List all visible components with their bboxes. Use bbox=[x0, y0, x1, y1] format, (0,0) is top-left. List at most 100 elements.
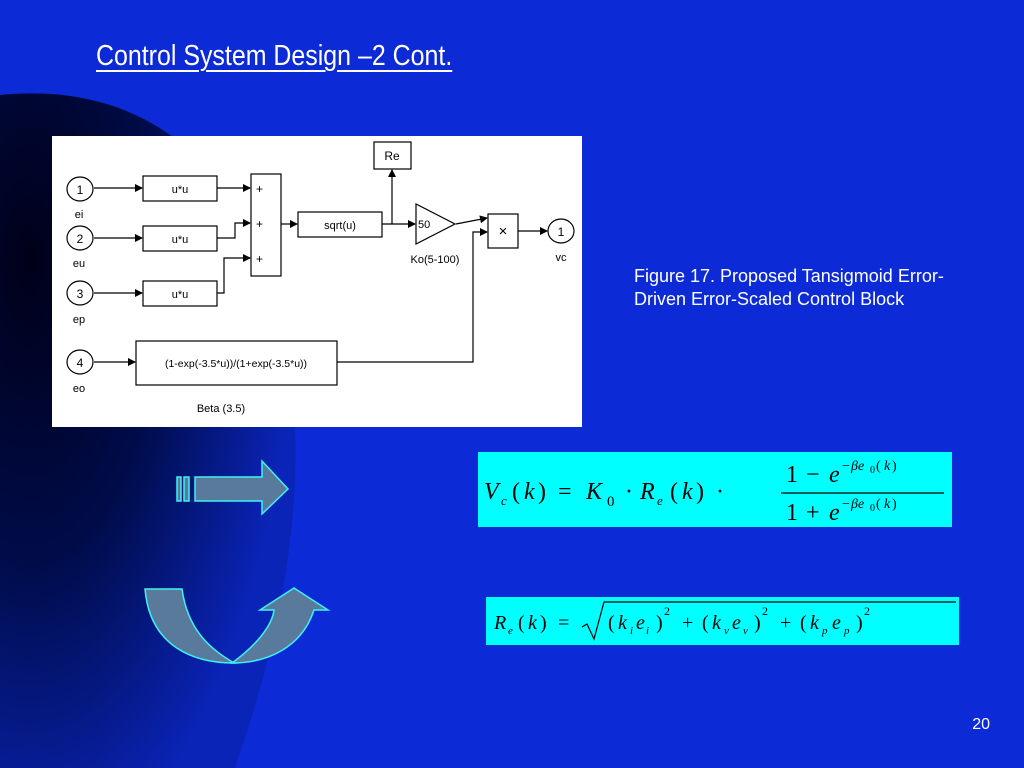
right-arrow-icon bbox=[176, 459, 290, 516]
svg-text:0: 0 bbox=[870, 465, 875, 476]
inport-label: ep bbox=[73, 314, 85, 326]
sum-sign: + bbox=[256, 252, 263, 266]
inport-label: eu bbox=[73, 258, 85, 270]
svg-text:2: 2 bbox=[762, 604, 768, 618]
svg-text:βe: βe bbox=[850, 459, 864, 474]
slide-title: Control System Design –2 Cont. bbox=[96, 40, 453, 72]
svg-text:): ) bbox=[696, 479, 704, 505]
svg-text:c: c bbox=[501, 493, 507, 508]
svg-text:k: k bbox=[682, 479, 693, 505]
svg-text:0: 0 bbox=[870, 503, 875, 514]
svg-text:v: v bbox=[743, 625, 748, 637]
outport-number: 1 bbox=[558, 225, 565, 239]
svg-text:(: ( bbox=[512, 479, 520, 505]
square-block-3: u*u bbox=[142, 280, 218, 307]
product-block: × bbox=[487, 213, 519, 249]
square-block-1: u*u bbox=[142, 175, 218, 202]
svg-text:): ) bbox=[892, 497, 897, 512]
gain-block: 50 Ko(5-100) bbox=[411, 203, 460, 266]
svg-text:u*u: u*u bbox=[172, 184, 189, 196]
svg-text:(1-exp(-3.5*u))/(1+exp(-3.5*u): (1-exp(-3.5*u))/(1+exp(-3.5*u)) bbox=[165, 358, 307, 370]
svg-text:K: K bbox=[585, 479, 604, 505]
svg-text:e: e bbox=[636, 612, 645, 634]
svg-text:e: e bbox=[732, 612, 741, 634]
sqrt-block: sqrt(u) bbox=[297, 211, 383, 238]
svg-text:(: ( bbox=[670, 479, 678, 505]
svg-text:Re: Re bbox=[384, 149, 400, 163]
svg-text:): ) bbox=[656, 612, 663, 634]
svg-text:): ) bbox=[892, 459, 897, 474]
svg-text:e: e bbox=[657, 493, 663, 508]
svg-text:·: · bbox=[625, 479, 633, 505]
svg-text:k: k bbox=[528, 612, 538, 634]
svg-text:k: k bbox=[712, 612, 722, 634]
gain-label: Ko(5-100) bbox=[411, 254, 460, 266]
inport-number: 3 bbox=[77, 287, 84, 301]
svg-text:): ) bbox=[856, 612, 863, 634]
inport-number: 4 bbox=[77, 356, 84, 370]
svg-text:p: p bbox=[821, 625, 828, 637]
svg-text:k: k bbox=[618, 612, 628, 634]
figure-caption: Figure 17. Proposed Tansigmoid Error-Dri… bbox=[634, 266, 944, 309]
svg-text:e: e bbox=[832, 612, 841, 634]
svg-text:2: 2 bbox=[864, 604, 870, 618]
fcn-block: (1-exp(-3.5*u))/(1+exp(-3.5*u)) Beta (3.… bbox=[135, 340, 338, 415]
equation-vc-render: V c (k) = K 0 · R e (k) · 1−e − βe 0 (k)… bbox=[484, 459, 944, 526]
svg-text:(: ( bbox=[876, 459, 881, 474]
svg-text:1: 1 bbox=[786, 462, 798, 488]
u-turn-arrow-icon bbox=[144, 587, 331, 664]
svg-text:+: + bbox=[682, 612, 693, 634]
svg-text:−: − bbox=[806, 462, 820, 488]
svg-text:i: i bbox=[646, 625, 649, 637]
equation-re: R e (k) = (k i e i )2 + (k v e v )2 + (k… bbox=[486, 597, 959, 645]
sum-block: + + + bbox=[250, 173, 282, 277]
svg-text:k: k bbox=[884, 497, 891, 512]
svg-text:R: R bbox=[493, 612, 506, 634]
svg-text:): ) bbox=[540, 612, 547, 634]
svg-text:−: − bbox=[842, 459, 850, 474]
svg-text:(: ( bbox=[702, 612, 709, 634]
svg-text:0: 0 bbox=[607, 494, 615, 510]
outport-label: vc bbox=[556, 252, 568, 264]
svg-text:50: 50 bbox=[418, 219, 430, 231]
svg-text:1: 1 bbox=[786, 500, 798, 526]
svg-text:e: e bbox=[829, 500, 840, 526]
inport-4: 4 eo bbox=[66, 349, 94, 395]
page-number: 20 bbox=[972, 716, 990, 733]
svg-text:=: = bbox=[558, 612, 569, 634]
svg-text:(: ( bbox=[518, 612, 525, 634]
svg-text:u*u: u*u bbox=[172, 289, 189, 301]
inport-3: 3 ep bbox=[66, 280, 94, 326]
svg-text:=: = bbox=[558, 479, 572, 505]
svg-text:i: i bbox=[630, 625, 633, 637]
fcn-label: Beta (3.5) bbox=[197, 403, 245, 415]
svg-text:): ) bbox=[538, 479, 546, 505]
svg-text:2: 2 bbox=[664, 604, 670, 618]
sum-sign: + bbox=[256, 217, 263, 231]
svg-text:e: e bbox=[829, 462, 840, 488]
svg-text:k: k bbox=[884, 459, 891, 474]
svg-text:R: R bbox=[639, 479, 655, 505]
inport-label: ei bbox=[75, 209, 84, 221]
svg-text:+: + bbox=[806, 500, 820, 526]
svg-text:−: − bbox=[842, 497, 850, 512]
equation-re-render: R e (k) = (k i e i )2 + (k v e v )2 + (k… bbox=[493, 601, 956, 641]
svg-text:(: ( bbox=[608, 612, 615, 634]
svg-text:+: + bbox=[780, 612, 791, 634]
svg-text:k: k bbox=[524, 479, 535, 505]
sum-sign: + bbox=[256, 182, 263, 196]
square-block-2: u*u bbox=[142, 225, 218, 252]
inport-2: 2 eu bbox=[66, 225, 94, 270]
re-display-block: Re bbox=[373, 141, 412, 170]
svg-text:): ) bbox=[754, 612, 761, 634]
outport: 1 vc bbox=[547, 218, 575, 264]
svg-text:(: ( bbox=[800, 612, 807, 634]
svg-text:u*u: u*u bbox=[172, 234, 189, 246]
inport-number: 2 bbox=[77, 232, 84, 246]
svg-text:·: · bbox=[716, 479, 724, 505]
svg-text:(: ( bbox=[876, 497, 881, 512]
svg-text:e: e bbox=[508, 625, 513, 637]
svg-text:sqrt(u): sqrt(u) bbox=[324, 220, 356, 232]
inport-label: eo bbox=[73, 383, 85, 395]
inport-1: 1 ei bbox=[66, 176, 94, 221]
